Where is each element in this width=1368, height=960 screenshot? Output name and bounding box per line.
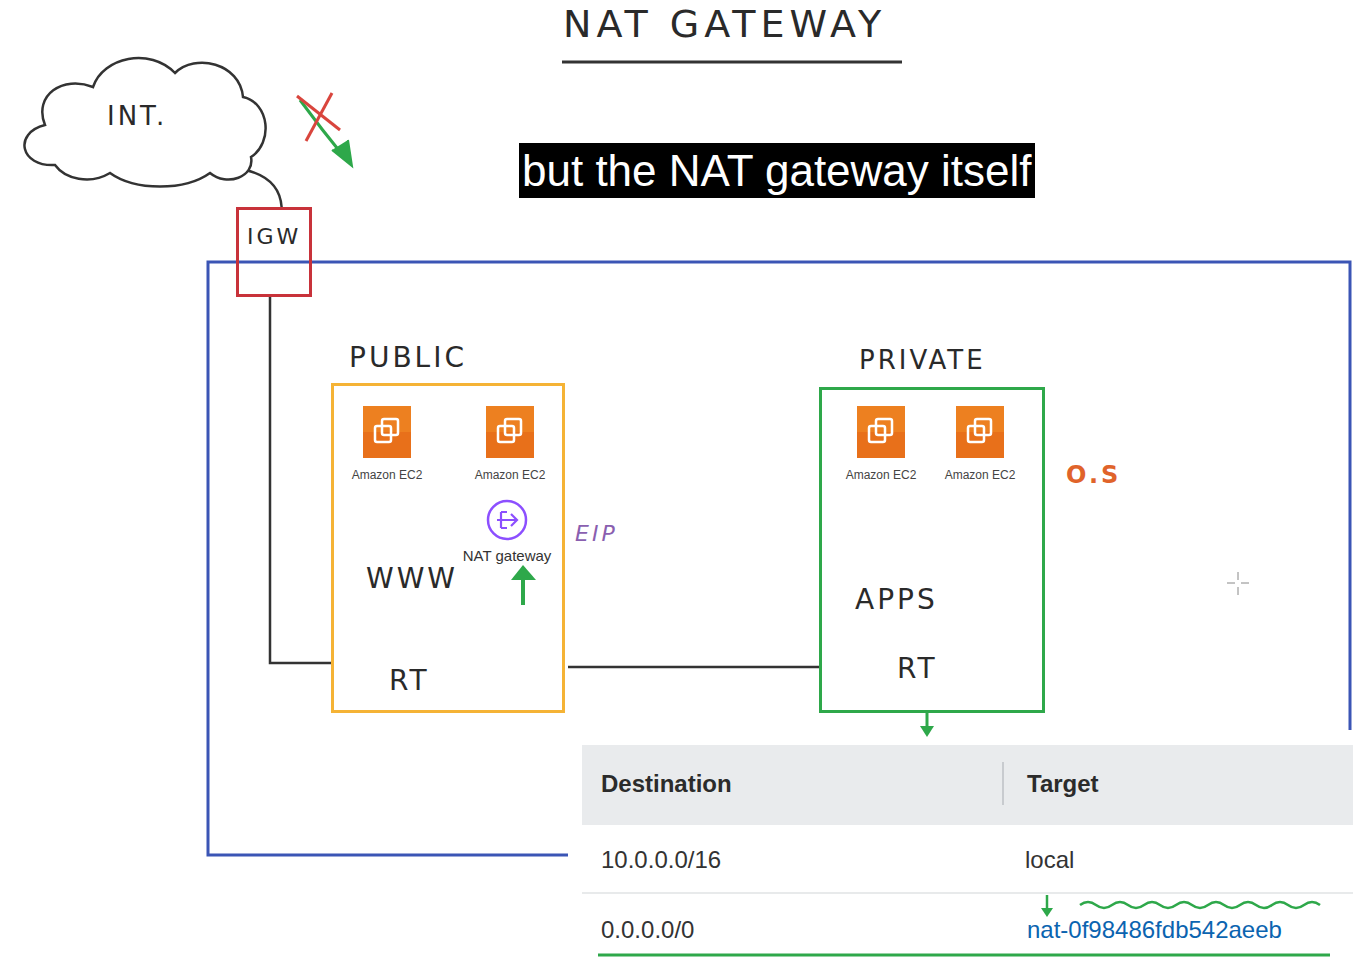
icon-label: Amazon EC2	[846, 468, 917, 482]
nat-gateway-icon	[485, 498, 529, 542]
connector-line	[245, 170, 282, 207]
ec2-instance: Amazon EC2	[465, 406, 555, 494]
outbound-arrow	[511, 565, 536, 605]
ec2-icon	[363, 406, 411, 458]
nat-gateway: NAT gateway	[446, 494, 568, 570]
node-heading: PUBLIC	[349, 341, 467, 375]
ec2-instance: Amazon EC2	[836, 406, 926, 494]
route-table	[582, 745, 1353, 960]
table-cell: 0.0.0.0/0	[601, 914, 694, 945]
icon-label: Amazon EC2	[475, 468, 546, 482]
ec2-instance: Amazon EC2	[935, 406, 1025, 494]
icon-label: Amazon EC2	[352, 468, 423, 482]
node-heading: IGW	[247, 224, 301, 250]
eip-note: EIP	[575, 520, 618, 549]
table-link: nat-0f98486fdb542aeeb	[1027, 914, 1282, 945]
ec2-icon	[956, 406, 1004, 458]
table-cell: 10.0.0.0/16	[601, 844, 721, 875]
node-text: WWW	[366, 562, 458, 596]
ec2-icon	[857, 406, 905, 458]
subnet-box: PRIVATEAPPSRTAmazon EC2Amazon EC2	[819, 387, 1045, 713]
cursor-crosshair	[1227, 572, 1249, 595]
node-heading: PRIVATE	[859, 345, 986, 376]
connector-line	[270, 297, 331, 663]
icon-label: NAT gateway	[463, 547, 552, 565]
node-heading: INT.	[107, 101, 167, 132]
os-note: O.S	[1066, 460, 1121, 491]
internet-gateway-box: IGW	[236, 207, 312, 297]
subnet-box: PUBLICWWWRTAmazon EC2Amazon EC2NAT gatew…	[331, 383, 565, 713]
node-text: RT	[897, 652, 938, 686]
icon-label: Amazon EC2	[945, 468, 1016, 482]
table-header: Target	[1027, 768, 1099, 799]
title-underline	[562, 61, 902, 64]
video-subtitle: but the NAT gateway itself	[519, 143, 1035, 198]
diagram-title: NAT GATEWAY	[563, 0, 886, 48]
node-text: APPS	[855, 583, 938, 617]
connector-line	[568, 666, 819, 669]
blocked-arrow	[297, 93, 352, 166]
ec2-icon	[486, 406, 534, 458]
internet-cloud: INT.	[15, 45, 270, 190]
route-table-arrow	[920, 713, 934, 737]
table-header: Destination	[601, 768, 732, 799]
ec2-instance: Amazon EC2	[342, 406, 432, 494]
table-cell: local	[1025, 844, 1074, 875]
node-text: RT	[389, 664, 430, 698]
